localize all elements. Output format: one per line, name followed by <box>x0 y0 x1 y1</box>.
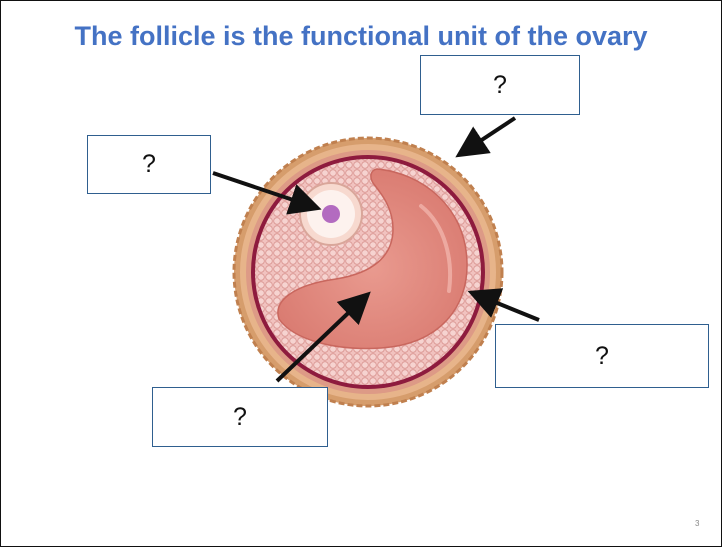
label-box-right[interactable]: ? <box>495 324 709 388</box>
arrow-to-theca <box>462 118 515 153</box>
oocyte-nucleus <box>322 205 340 223</box>
label-box-top[interactable]: ? <box>420 55 580 115</box>
label-box-bottom[interactable]: ? <box>152 387 328 447</box>
label-box-left[interactable]: ? <box>87 135 211 194</box>
page-number: 3 <box>695 519 699 528</box>
